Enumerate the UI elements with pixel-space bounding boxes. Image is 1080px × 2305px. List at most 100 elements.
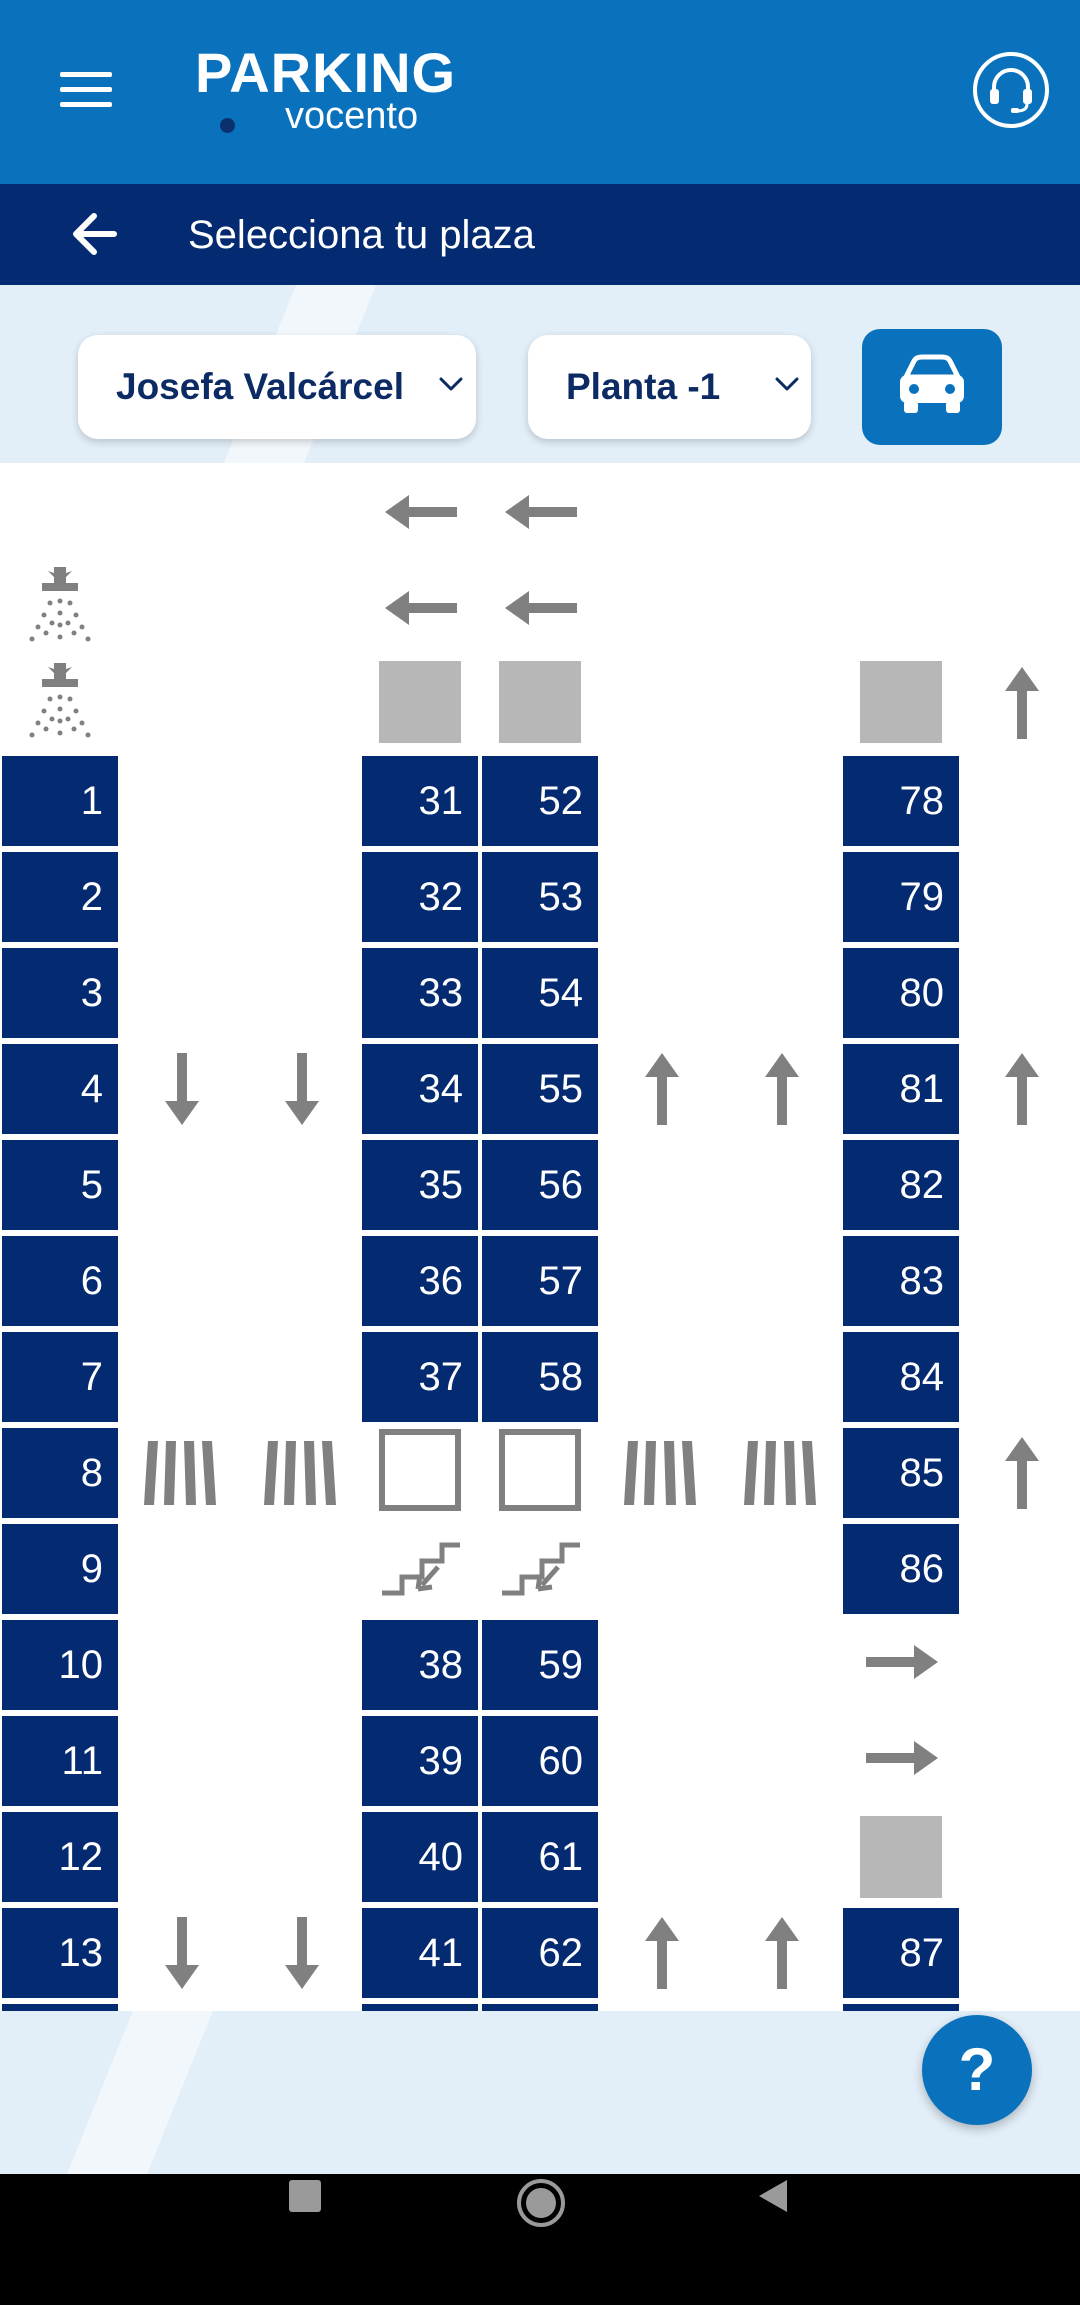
- parking-spot-1[interactable]: 1: [2, 756, 118, 846]
- arrow-up-icon: [997, 663, 1047, 748]
- parking-spot-60[interactable]: 60: [482, 1716, 598, 1806]
- arrow-left-icon: [381, 583, 461, 638]
- parking-spot-31[interactable]: 31: [362, 756, 478, 846]
- parking-spot-36[interactable]: 36: [362, 1236, 478, 1326]
- parking-spot-38[interactable]: 38: [362, 1620, 478, 1710]
- pedestrian-crossing-icon: [140, 1437, 220, 1514]
- footer-background: [0, 2011, 1080, 2174]
- filter-bar: Josefa Valcárcel Planta -1: [0, 285, 1080, 463]
- parking-spot-87[interactable]: 87: [843, 1908, 959, 1998]
- parking-spot-34[interactable]: 34: [362, 1044, 478, 1134]
- arrow-left-icon: [381, 487, 461, 542]
- pedestrian-crossing-icon: [620, 1437, 700, 1514]
- parking-spot-62[interactable]: 62: [482, 1908, 598, 1998]
- arrow-down-icon: [277, 1049, 327, 1134]
- pedestrian-crossing-icon: [740, 1437, 820, 1514]
- parking-spot-partial: [843, 2004, 959, 2011]
- parking-spot-7[interactable]: 7: [2, 1332, 118, 1422]
- parking-spot-82[interactable]: 82: [843, 1140, 959, 1230]
- stairs-icon: [378, 1531, 462, 1606]
- parking-spot-80[interactable]: 80: [843, 948, 959, 1038]
- parking-spot-2[interactable]: 2: [2, 852, 118, 942]
- system-navigation-bar: [0, 2174, 1080, 2305]
- arrow-left-icon[interactable]: [66, 206, 126, 262]
- blocked-square-icon: [860, 661, 942, 743]
- parking-spot-55[interactable]: 55: [482, 1044, 598, 1134]
- page-header: Selecciona tu plaza: [0, 184, 1080, 285]
- parking-spot-37[interactable]: 37: [362, 1332, 478, 1422]
- arrow-up-icon: [637, 1049, 687, 1134]
- location-select[interactable]: Josefa Valcárcel: [78, 335, 476, 439]
- parking-spot-41[interactable]: 41: [362, 1908, 478, 1998]
- parking-spot-8[interactable]: 8: [2, 1428, 118, 1518]
- arrow-up-icon: [757, 1913, 807, 1998]
- help-button[interactable]: ?: [922, 2015, 1032, 2125]
- arrow-down-icon: [277, 1913, 327, 1998]
- parking-spot-13[interactable]: 13: [2, 1908, 118, 1998]
- blocked-square-icon: [379, 661, 461, 743]
- logo-sub: vocento: [285, 95, 419, 137]
- arrow-right-icon: [862, 1637, 942, 1692]
- parking-spot-61[interactable]: 61: [482, 1812, 598, 1902]
- headset-icon[interactable]: [973, 52, 1049, 128]
- parking-spot-53[interactable]: 53: [482, 852, 598, 942]
- parking-spot-59[interactable]: 59: [482, 1620, 598, 1710]
- parking-spot-partial: [2, 2004, 118, 2011]
- blocked-square-icon: [499, 661, 581, 743]
- parking-spot-84[interactable]: 84: [843, 1332, 959, 1422]
- app-header: PARKING vocento: [0, 0, 1080, 184]
- floor-select-value: Planta -1: [566, 366, 721, 407]
- arrow-down-icon: [157, 1049, 207, 1134]
- parking-spot-partial: [482, 2004, 598, 2011]
- empty-square-icon: [499, 1429, 581, 1511]
- page-title: Selecciona tu plaza: [188, 213, 535, 257]
- home-icon[interactable]: [514, 2176, 568, 2230]
- back-icon[interactable]: [753, 2176, 793, 2216]
- floor-select[interactable]: Planta -1: [528, 335, 811, 439]
- parking-spot-81[interactable]: 81: [843, 1044, 959, 1134]
- parking-spot-83[interactable]: 83: [843, 1236, 959, 1326]
- recent-apps-icon[interactable]: [285, 2176, 325, 2216]
- parking-spot-79[interactable]: 79: [843, 852, 959, 942]
- parking-spot-57[interactable]: 57: [482, 1236, 598, 1326]
- arrow-right-icon: [862, 1733, 942, 1788]
- parking-spot-85[interactable]: 85: [843, 1428, 959, 1518]
- parking-spot-39[interactable]: 39: [362, 1716, 478, 1806]
- arrow-left-icon: [501, 583, 581, 638]
- stairs-icon: [498, 1531, 582, 1606]
- parking-spot-40[interactable]: 40: [362, 1812, 478, 1902]
- car-icon[interactable]: [862, 329, 1002, 445]
- parking-spot-58[interactable]: 58: [482, 1332, 598, 1422]
- logo-main: PARKING: [195, 41, 457, 104]
- sprinkler-icon: [20, 563, 100, 652]
- parking-spot-56[interactable]: 56: [482, 1140, 598, 1230]
- parking-spot-4[interactable]: 4: [2, 1044, 118, 1134]
- hamburger-menu-icon[interactable]: [52, 60, 122, 120]
- empty-square-icon: [379, 1429, 461, 1511]
- arrow-left-icon: [501, 487, 581, 542]
- parking-spot-86[interactable]: 86: [843, 1524, 959, 1614]
- parking-spot-10[interactable]: 10: [2, 1620, 118, 1710]
- parking-spot-12[interactable]: 12: [2, 1812, 118, 1902]
- parking-spot-78[interactable]: 78: [843, 756, 959, 846]
- parking-spot-partial: [362, 2004, 478, 2011]
- arrow-up-icon: [997, 1433, 1047, 1518]
- parking-spot-3[interactable]: 3: [2, 948, 118, 1038]
- parking-spot-9[interactable]: 9: [2, 1524, 118, 1614]
- parking-spot-33[interactable]: 33: [362, 948, 478, 1038]
- blocked-square-icon: [860, 1816, 942, 1898]
- parking-spot-6[interactable]: 6: [2, 1236, 118, 1326]
- parking-spot-32[interactable]: 32: [362, 852, 478, 942]
- arrow-up-icon: [997, 1049, 1047, 1134]
- parking-spot-52[interactable]: 52: [482, 756, 598, 846]
- parking-spot-11[interactable]: 11: [2, 1716, 118, 1806]
- arrow-down-icon: [157, 1913, 207, 1998]
- chevron-down-icon: [439, 377, 463, 391]
- parking-spot-54[interactable]: 54: [482, 948, 598, 1038]
- parking-vocento-logo: PARKING vocento: [195, 38, 495, 138]
- chevron-down-icon: [775, 377, 799, 391]
- parking-spot-35[interactable]: 35: [362, 1140, 478, 1230]
- parking-spot-5[interactable]: 5: [2, 1140, 118, 1230]
